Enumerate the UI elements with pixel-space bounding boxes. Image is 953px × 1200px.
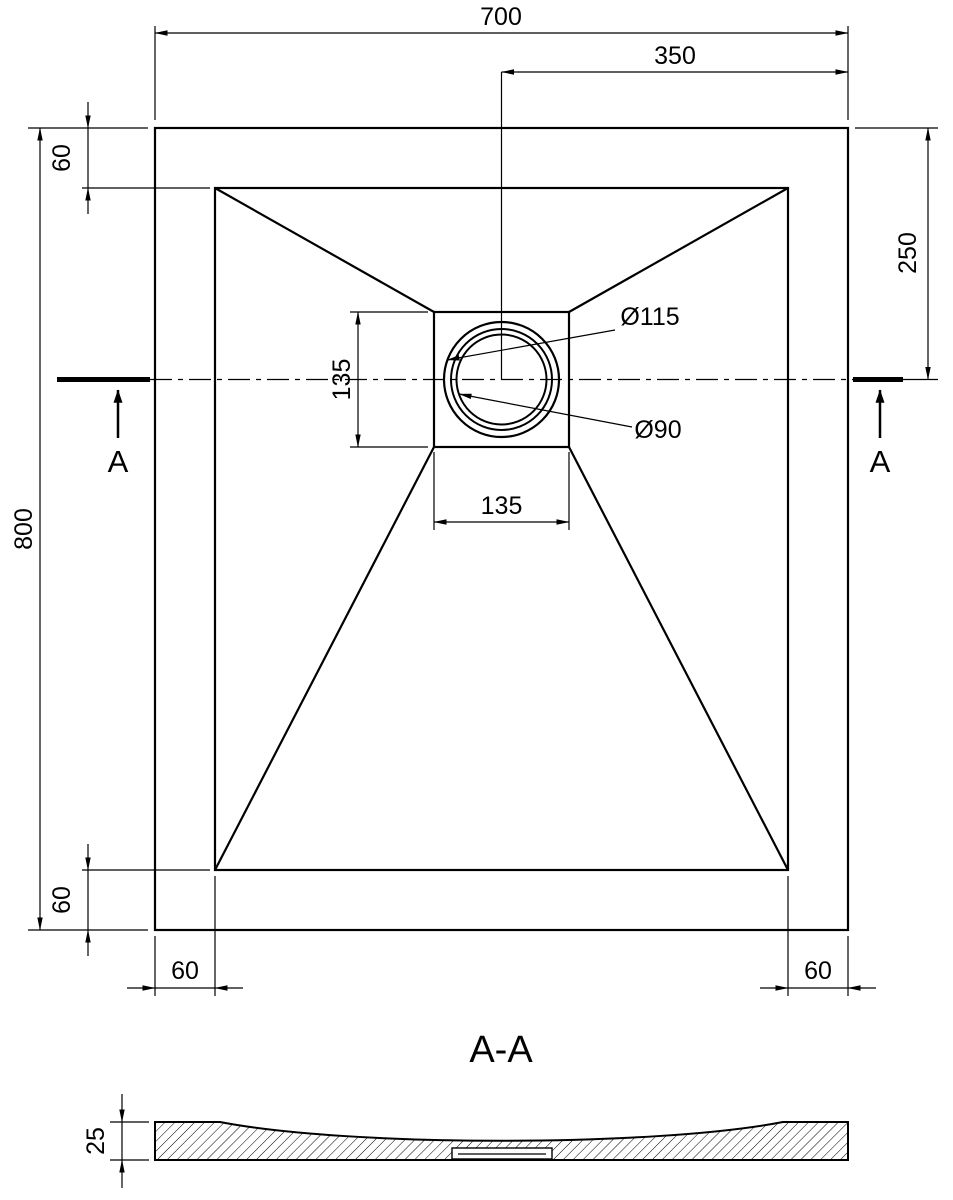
dim-bottom-inset: 60 [48,844,91,956]
dim-top-inset-label: 60 [48,144,76,172]
dim-edge-to-drain-center-label: 250 [894,232,922,274]
floor-slope-lines [214,187,789,871]
section-profile [154,1121,849,1161]
dim-drain-box-width: 135 [433,492,570,525]
drain-outer-diameter-label: Ø115 [620,303,679,331]
dim-total-depth: 800 [10,127,43,931]
dim-bottom-left-rim-label: 60 [171,957,199,985]
section-title: A-A [469,1029,533,1071]
dim-total-width: 700 [154,3,849,36]
dim-bottom-right-rim-label: 60 [804,957,832,985]
dim-drain-box-width-label: 135 [481,492,523,520]
callout-drain-inner: Ø90 [458,393,682,444]
section-marker-right-label: A [870,444,891,479]
dim-bottom-right-rim: 60 [760,957,876,991]
section-view: A-A 25 [82,1029,849,1188]
dim-top-inset: 60 [48,102,91,214]
section-marker-left: A [108,389,129,479]
section-marker-right: A [870,389,891,479]
plan-view: A A 700 350 60 250 [10,3,938,996]
dim-edge-to-drain-center: 250 [894,127,931,380]
dim-bottom-left-rim: 60 [127,957,243,991]
dim-half-width-label: 350 [654,42,696,70]
dim-thickness-label: 25 [82,1127,110,1155]
dim-total-depth-label: 800 [10,508,38,550]
callout-drain-outer: Ø115 [446,303,680,361]
thickness-extension-lines [110,1121,149,1161]
dim-thickness: 25 [82,1094,149,1188]
dim-total-width-label: 700 [480,3,522,31]
section-marker-left-label: A [108,444,129,479]
drain-inner-diameter-label: Ø90 [634,416,681,444]
dim-drain-box-height: 135 [328,311,361,448]
dim-bottom-inset-label: 60 [48,886,76,914]
dim-half-width: 350 [501,42,849,75]
dim-drain-box-height-label: 135 [328,359,356,401]
